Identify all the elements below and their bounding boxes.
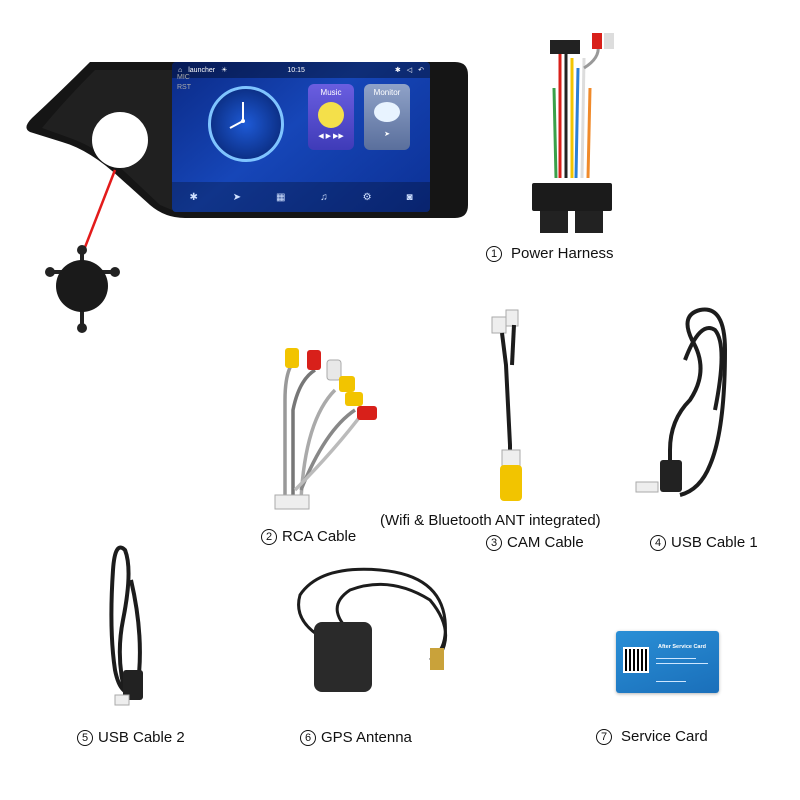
apps-grid-icon[interactable]: ▦: [275, 191, 286, 203]
item-number-badge: 4: [650, 534, 666, 551]
card-text-line: [656, 663, 708, 664]
back-icon[interactable]: ↶: [418, 67, 424, 74]
gps-antenna-image: [297, 567, 448, 692]
navigation-icon[interactable]: ➤: [232, 191, 242, 203]
monitor-next-icon[interactable]: ➤: [384, 131, 390, 138]
item-label-power-harness: 1 Power Harness: [486, 245, 614, 262]
music-controls-icon[interactable]: ◀ ▶ ▶▶: [318, 133, 344, 140]
item-label-usb-cable-1: 4 USB Cable 1: [650, 534, 758, 551]
item-name: USB Cable 2: [98, 729, 185, 746]
power-harness-image: [532, 33, 614, 233]
rca-cable-image: [274, 348, 377, 510]
item-label-usb-cable-2: 5 USB Cable 2: [77, 729, 185, 746]
music-disc-icon: [318, 102, 344, 128]
item-name: USB Cable 1: [671, 534, 758, 551]
microphone-with-cable: [45, 169, 120, 333]
head-unit-screen[interactable]: ⌂ launcher ☀ 10:15 ✱ ◁ ↶ Music ◀ ▶ ▶▶ Mo…: [172, 62, 430, 212]
music-app-label: Music: [320, 88, 342, 97]
item-name: Power Harness: [511, 245, 614, 262]
status-time: 10:15: [287, 66, 305, 74]
bluetooth-app-icon[interactable]: ✱: [189, 191, 198, 203]
service-card-image: After Service Card: [616, 631, 719, 693]
mic-button-label[interactable]: MIC: [177, 74, 190, 81]
item-number-badge: 1: [486, 245, 502, 262]
item-number-badge: 3: [486, 534, 502, 551]
card-text-line: [656, 681, 686, 682]
status-launcher-text: launcher: [188, 66, 216, 74]
usb-cable-2-image: [109, 545, 143, 706]
music-note-icon[interactable]: ♫: [320, 191, 328, 203]
item-number-badge: 2: [261, 528, 277, 545]
item-name: GPS Antenna: [321, 729, 412, 746]
bluetooth-icon: ✱: [394, 67, 401, 74]
item-number-badge: 6: [300, 729, 316, 746]
item-label-cam-cable: 3 CAM Cable: [486, 534, 584, 551]
usb-cable-1-image: [635, 307, 728, 497]
monitor-eye-icon: [374, 102, 400, 122]
settings-icon[interactable]: ⚙: [362, 191, 372, 203]
item-label-rca-cable: 2 RCA Cable: [261, 528, 356, 545]
music-app-card[interactable]: Music ◀ ▶ ▶▶: [308, 84, 354, 150]
app-dock: ✱ ➤ ▦ ♫ ⚙ ◙: [172, 182, 430, 212]
rst-button-label[interactable]: RST: [177, 84, 191, 91]
item-name: Service Card: [621, 728, 708, 745]
cam-cable-note: (Wifi & Bluetooth ANT integrated): [380, 512, 601, 529]
brightness-icon[interactable]: ☀: [221, 67, 228, 74]
monitor-app-label: Monitor: [373, 88, 401, 97]
item-label-service-card: 7 Service Card: [596, 728, 708, 745]
service-card-title: After Service Card: [658, 644, 706, 650]
card-text-line: [656, 658, 696, 659]
cam-cable-image: [491, 309, 522, 501]
item-name: RCA Cable: [282, 528, 357, 545]
status-bar: ⌂ launcher ☀ 10:15 ✱ ◁ ↶: [172, 62, 430, 78]
item-number-badge: 5: [77, 729, 93, 746]
item-name: CAM Cable: [507, 534, 584, 551]
analog-clock-widget[interactable]: [208, 86, 284, 162]
qr-code-icon: [623, 647, 649, 673]
home-icon[interactable]: ⌂: [178, 66, 183, 74]
monitor-app-card[interactable]: Monitor ➤: [364, 84, 410, 150]
item-label-gps-antenna: 6 GPS Antenna: [300, 729, 412, 746]
volume-icon[interactable]: ◁: [406, 67, 413, 74]
item-number-badge: 7: [596, 728, 612, 745]
camera-icon[interactable]: ◙: [406, 191, 413, 203]
